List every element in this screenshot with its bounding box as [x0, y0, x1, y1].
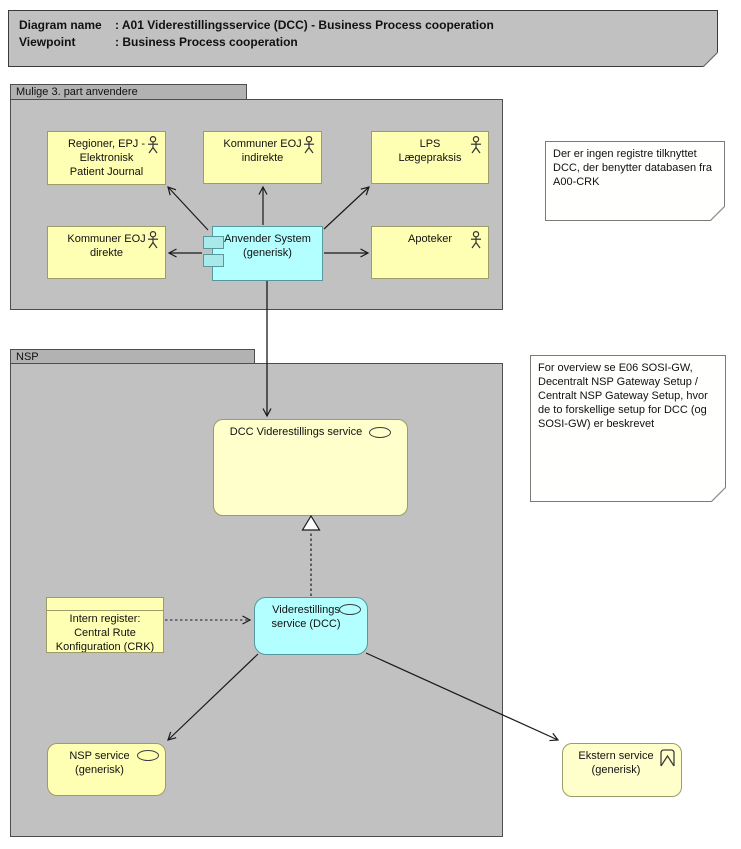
service-oval-icon [137, 750, 159, 761]
node-label: Konfiguration (CRK) [55, 641, 155, 653]
node-label: Kommuner EOJ [223, 138, 302, 150]
actor-icon [304, 136, 314, 154]
title-viewpoint-label: Viewpoint [19, 35, 76, 49]
node-label: Elektronisk [79, 152, 134, 164]
node-label: Central Rute [74, 627, 136, 639]
note-registre[interactable]: Der er ingen registre tilknyttet DCC, de… [545, 141, 725, 221]
node-label: DCC Viderestillings service [229, 426, 363, 438]
node-label: Anvender System [224, 233, 311, 245]
title-viewpoint-value: : Business Process cooperation [115, 35, 298, 49]
node-label: indirekte [241, 152, 284, 164]
node-label: Ekstern service [578, 750, 654, 762]
note-overview[interactable]: For overview se E06 SOSI-GW, Decentralt … [530, 355, 726, 502]
node-ekstern-service-generisk[interactable]: Ekstern service (generisk) [562, 743, 682, 797]
service-oval-icon [339, 604, 361, 615]
node-label: Regioner, EPJ - [67, 138, 146, 150]
node-label: (generisk) [591, 764, 641, 776]
actor-icon [148, 231, 158, 249]
node-label: (generisk) [243, 247, 292, 259]
note-text: For overview se E06 SOSI-GW, Decentralt … [538, 362, 708, 430]
node-label: Apoteker [407, 233, 453, 245]
title-diagram-name-value: : A01 Viderestillingsservice (DCC) - Bus… [115, 18, 494, 32]
node-label: (generisk) [75, 764, 124, 776]
group-nsp-label: NSP [16, 351, 39, 363]
actor-icon [148, 136, 158, 154]
node-label: LPS [419, 138, 441, 150]
node-regioner-epj[interactable]: Regioner, EPJ - Elektronisk Patient Jour… [47, 131, 166, 185]
data-object-strip-icon [47, 598, 163, 611]
diagram-title-note[interactable]: Diagram name : A01 Viderestillingsservic… [8, 10, 718, 67]
title-line-diagram-name: Diagram name : A01 Viderestillingsservic… [19, 17, 707, 34]
component-nub-icon [203, 254, 224, 267]
node-intern-register-crk[interactable]: Intern register: Central Rute Konfigurat… [46, 597, 164, 653]
group-tab-nsp[interactable]: NSP [10, 349, 255, 364]
node-viderestillings-service-dcc[interactable]: Viderestillings service (DCC) [254, 597, 368, 655]
node-label: Lægepraksis [398, 152, 462, 164]
node-label: Viderestillings [272, 604, 340, 616]
note-fold-icon [711, 487, 726, 502]
actor-icon [471, 136, 481, 154]
node-label: Intern register: [69, 613, 141, 625]
note-text: Der er ingen registre tilknyttet DCC, de… [553, 148, 712, 188]
node-label: service (DCC) [271, 618, 341, 630]
banner-chevron-icon [660, 749, 675, 767]
node-lps-laegepraksis[interactable]: LPS Lægepraksis [371, 131, 489, 184]
note-fold-icon [710, 206, 725, 221]
node-apoteker[interactable]: Apoteker [371, 226, 489, 279]
title-line-viewpoint: Viewpoint : Business Process cooperation [19, 34, 707, 51]
actor-icon [471, 231, 481, 249]
group-third-party-label: Mulige 3. part anvendere [16, 86, 138, 98]
service-oval-icon [369, 426, 392, 438]
node-label: Kommuner EOJ [67, 233, 146, 245]
node-kommuner-eoj-indirekte[interactable]: Kommuner EOJ indirekte [203, 131, 322, 184]
node-anvender-system[interactable]: Anvender System (generisk) [203, 226, 323, 281]
node-header: DCC Viderestillings service [214, 425, 407, 439]
node-label: direkte [89, 247, 124, 259]
node-label: NSP service [69, 750, 130, 762]
note-fold-icon [703, 52, 718, 67]
title-diagram-name-label: Diagram name [19, 18, 102, 32]
node-nsp-service-generisk[interactable]: NSP service (generisk) [47, 743, 166, 796]
node-label: Patient Journal [69, 166, 144, 178]
node-dcc-viderestillings-service[interactable]: DCC Viderestillings service [213, 419, 408, 516]
component-nub-icon [203, 236, 224, 249]
group-tab-third-party[interactable]: Mulige 3. part anvendere [10, 84, 247, 100]
node-kommuner-eoj-direkte[interactable]: Kommuner EOJ direkte [47, 226, 166, 279]
